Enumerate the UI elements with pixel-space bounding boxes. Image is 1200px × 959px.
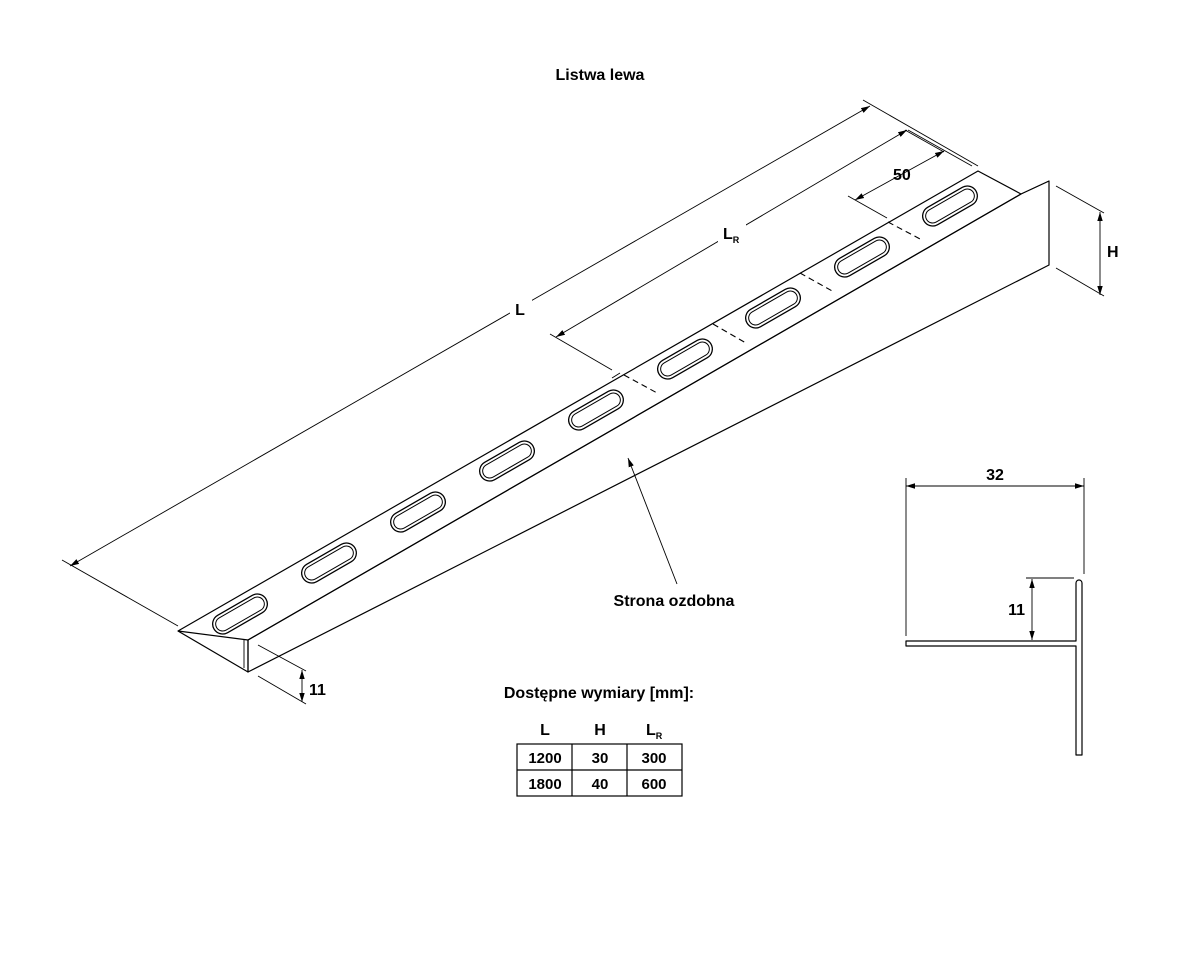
dimension-50: 50 [847,129,945,219]
dim-11-section-label: 11 [1008,602,1025,619]
slot [212,593,268,635]
table-cell: 300 [641,750,666,767]
rail-slots [212,185,978,635]
table-header-LR: L [646,722,656,739]
callout-label: Strona ozdobna [614,593,735,610]
dim-H-label: H [1107,244,1119,261]
svg-text:LR: LR [646,722,663,741]
dim-L-label: L [515,302,525,319]
section-profile [905,579,1083,756]
table-header-L: L [540,722,550,739]
table-cell: 1200 [528,750,561,767]
decorative-side-callout: Strona ozdobna [614,457,735,610]
dim-11-iso-label: 11 [309,682,326,699]
slot [301,542,357,584]
drawing-title: Listwa lewa [556,67,645,84]
table-caption: Dostępne wymiary [mm]: [504,685,694,702]
dimension-H: H [1055,185,1119,297]
table-header-LR-subscript: R [656,731,663,741]
dim-LR-subscript: R [733,235,740,245]
dimension-11-iso: 11 [257,644,326,705]
slot [390,491,446,533]
cross-section-view: 32 11 [905,467,1085,756]
table-cell: 1800 [528,776,561,793]
dimension-LR: LR [549,129,973,371]
slot [922,185,978,227]
rail-end-return [177,630,249,673]
dimension-L: L [61,99,979,627]
dim-LR-label: L [723,226,733,243]
table-header-H: H [594,722,606,739]
dim-32-label: 32 [986,467,1004,484]
table-cell: 40 [592,776,609,793]
dim-50-label: 50 [893,167,911,184]
rail-fold-line [1020,180,1050,195]
table-cell: 30 [592,750,609,767]
dimensions-table: Dostępne wymiary [mm]: L H LR 1200 30 30… [504,685,694,797]
table-cell: 600 [641,776,666,793]
svg-text:LR: LR [723,226,740,245]
